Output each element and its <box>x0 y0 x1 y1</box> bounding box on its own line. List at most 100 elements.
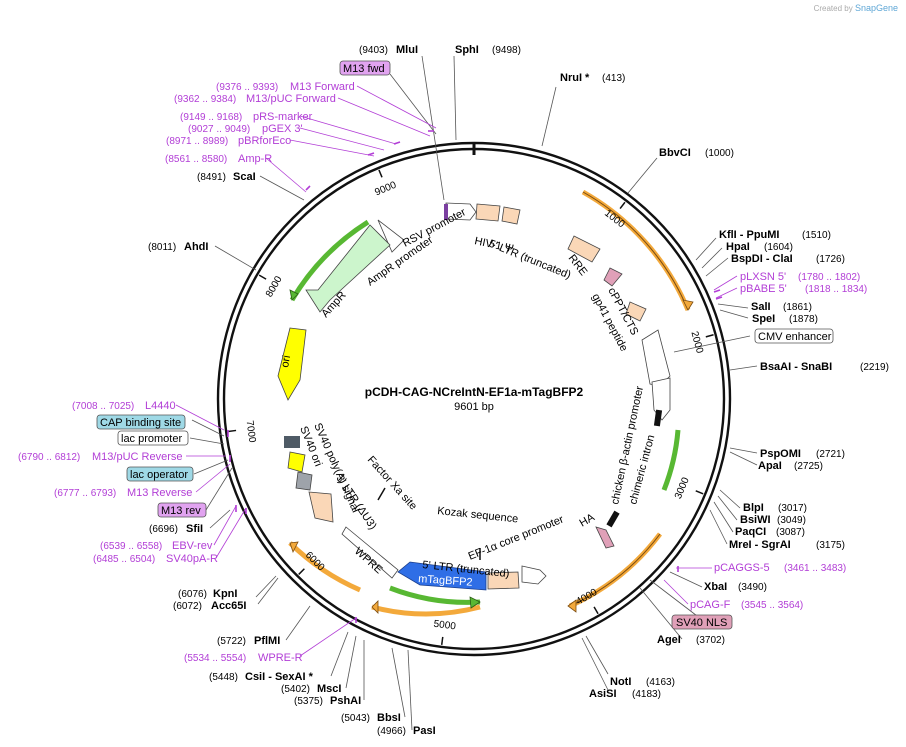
primer-pgex3-pos: (9027 .. 9049) <box>188 124 250 135</box>
tick-label-3000: 3000 <box>673 475 692 500</box>
enzyme-mrei-sgrai-pos: (3175) <box>816 540 845 551</box>
tick-label-9000: 9000 <box>373 180 398 199</box>
primer-wpre-r[interactable]: WPRE-R <box>258 652 303 664</box>
rre-feature <box>567 235 601 263</box>
enzyme-pshai-pos: (5375) <box>294 696 323 707</box>
enzyme-acc65i[interactable]: Acc65I <box>211 600 246 612</box>
enzyme-apai[interactable]: ApaI <box>758 460 782 472</box>
lac-operator-box <box>126 466 194 482</box>
primer-pgex3[interactable]: pGEX 3' <box>262 123 303 135</box>
nls-feature <box>595 526 615 549</box>
enzyme-sfii[interactable]: SfiI <box>186 523 203 535</box>
m13-rev-label[interactable]: M13 rev <box>161 505 201 517</box>
primer-pbabe5[interactable]: pBABE 5' <box>740 283 787 295</box>
primer-l4440[interactable]: L4440 <box>145 400 176 412</box>
enzyme-pasi[interactable]: PasI <box>413 725 436 737</box>
sv40-nls-label[interactable]: SV40 NLS <box>676 617 727 629</box>
factor-xa-marker <box>377 487 386 501</box>
enzyme-mlui[interactable]: MluI <box>396 44 418 56</box>
m13-fwd-label[interactable]: M13 fwd <box>343 63 385 75</box>
enzyme-bspdi-clai[interactable]: BspDI - ClaI <box>731 253 793 265</box>
primer-prs-marker[interactable]: pRS-marker <box>253 111 313 123</box>
enzyme-pspomi[interactable]: PspOMI <box>760 448 801 460</box>
ltr5-right-feature <box>487 571 520 590</box>
primer-m13puc-forward-pos: (9362 .. 9384) <box>174 94 236 105</box>
enzyme-sphi[interactable]: SphI <box>455 44 479 56</box>
primer-ampr-pos: (8561 .. 8580) <box>165 154 227 165</box>
primer-prs-marker-pos: (9149 .. 9168) <box>180 112 242 123</box>
enzyme-csii-sexai[interactable]: CsiI - SexAI * <box>245 671 314 683</box>
enzyme-scai[interactable]: ScaI <box>233 171 256 183</box>
ori-feature <box>277 327 307 401</box>
enzyme-bbvci[interactable]: BbvCI <box>659 147 691 159</box>
enzyme-kpni[interactable]: KpnI <box>213 588 237 600</box>
lac-operator-label[interactable]: lac operator <box>130 469 188 481</box>
enzyme-blpi-pos: (3017) <box>778 503 807 514</box>
enzyme-pshai[interactable]: PshAI <box>330 695 361 707</box>
enzyme-bbsi[interactable]: BbsI <box>377 712 401 724</box>
enzyme-pflmi[interactable]: PflMI <box>254 635 280 647</box>
enzyme-agei[interactable]: AgeI <box>657 634 681 646</box>
snapgene-watermark: Created by SnapGene <box>813 3 898 13</box>
enzyme-paqci[interactable]: PaqCI <box>735 526 766 538</box>
primer-l4440-pos: (7008 .. 7025) <box>72 401 134 412</box>
enzyme-pflmi-pos: (5722) <box>217 636 246 647</box>
primer-plxsn5-pos: (1780 .. 1802) <box>798 272 860 283</box>
ampr-feature <box>305 224 391 313</box>
enzyme-noti[interactable]: NotI <box>610 676 631 688</box>
sv40-ori-feature <box>295 471 313 491</box>
primer-m13-reverse[interactable]: M13 Reverse <box>127 487 192 499</box>
m13-rev-box <box>157 502 207 518</box>
enzyme-asisi[interactable]: AsiSI <box>589 688 617 700</box>
enzyme-xbai-pos: (3490) <box>738 582 767 593</box>
tick-mark-3000 <box>695 490 704 495</box>
lac-operator-marker <box>284 436 300 448</box>
primer-markers <box>227 130 723 623</box>
leader-lines-left <box>175 55 457 731</box>
enzyme-kpni-pos: (6076) <box>178 589 207 600</box>
feature-arc-gag-stroke <box>582 191 689 311</box>
enzyme-ahdi-pos: (8011) <box>148 242 176 253</box>
ltr5-truncated-feature <box>475 203 501 222</box>
enzyme-msci[interactable]: MscI <box>317 683 341 695</box>
primer-ebv-rev[interactable]: EBV-rev <box>172 540 213 552</box>
enzyme-kfli-ppumi[interactable]: KflI - PpuMI <box>719 229 780 241</box>
primer-m13puc-forward[interactable]: M13/pUC Forward <box>246 93 336 105</box>
enzyme-sali[interactable]: SalI <box>751 301 771 313</box>
primer-pcagf[interactable]: pCAG-F <box>690 599 731 611</box>
tick-mark-6000 <box>298 568 305 575</box>
enzyme-mrei-sgrai[interactable]: MreI - SgrAI <box>729 539 791 551</box>
enzyme-apai-pos: (2725) <box>794 461 823 472</box>
enzyme-ahdi[interactable]: AhdI <box>184 241 208 253</box>
primer-m13-reverse-pos: (6777 .. 6793) <box>54 488 116 499</box>
primer-m13-forward[interactable]: M13 Forward <box>290 81 355 93</box>
primer-m13puc-reverse[interactable]: M13/pUC Reverse <box>92 451 182 463</box>
enzyme-nrui[interactable]: NruI * <box>560 72 590 84</box>
lac-promoter-label[interactable]: lac promoter <box>121 433 182 445</box>
cap-binding-site-label[interactable]: CAP binding site <box>100 417 181 429</box>
enzyme-blpi[interactable]: BlpI <box>743 502 764 514</box>
enzyme-spei[interactable]: SpeI <box>752 313 775 325</box>
enzyme-bsiwi[interactable]: BsiWI <box>740 514 771 526</box>
primer-plxsn5[interactable]: pLXSN 5' <box>740 271 786 283</box>
cap-binding-site-box <box>96 414 186 430</box>
enzyme-xbai[interactable]: XbaI <box>704 581 727 593</box>
primer-pbrforeco[interactable]: pBRforEco <box>238 135 291 147</box>
enzyme-bsaai-snabi[interactable]: BsaAI - SnaBI <box>760 361 832 373</box>
feature-arc-ampr-green <box>289 219 370 302</box>
enzyme-hpai[interactable]: HpaI <box>726 241 750 253</box>
enzyme-bbsi-pos: (5043) <box>341 713 370 724</box>
feature-arc-intron-green <box>661 429 681 491</box>
tick-mark-7000 <box>228 429 237 433</box>
sv40-nls-box <box>671 614 733 630</box>
enzyme-kfli-ppumi-pos: (1510) <box>802 230 831 241</box>
arrowhead-green-1 <box>289 289 299 301</box>
tick-mark-8000 <box>258 274 267 280</box>
feature-arc-cre-stroke <box>569 533 661 607</box>
primer-sv40pa-r[interactable]: SV40pA-R <box>166 553 218 565</box>
primer-pcaggs5[interactable]: pCAGGS-5 <box>714 562 770 574</box>
enzyme-sphi-pos: (9498) <box>492 45 521 56</box>
cmv-enhancer-label[interactable]: CMV enhancer <box>758 331 832 343</box>
primer-ampr[interactable]: Amp-R <box>238 153 272 165</box>
